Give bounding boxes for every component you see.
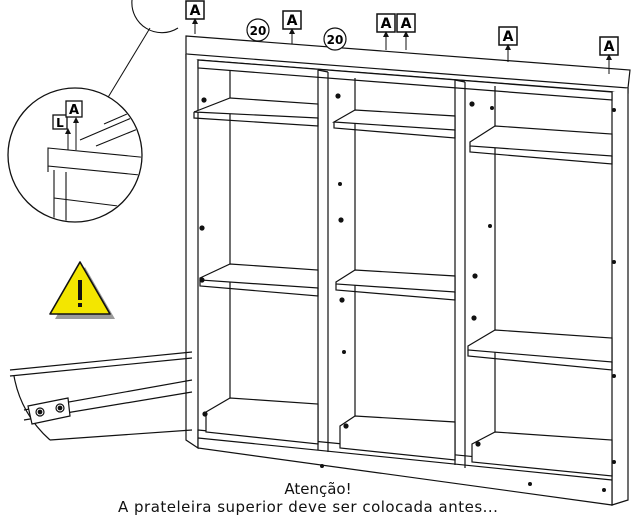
svg-text:20: 20 bbox=[250, 24, 267, 38]
svg-text:20: 20 bbox=[327, 33, 344, 47]
quantity-badges: 20 20 bbox=[246, 18, 347, 51]
detail-zoom-circle: L A bbox=[7, 87, 143, 223]
caption-title: Atenção! bbox=[284, 480, 352, 498]
part-labels: A A A A A A bbox=[185, 0, 619, 74]
quantity-badge-20-1: 20 bbox=[246, 18, 270, 42]
callout-leader bbox=[103, 27, 151, 105]
warning-triangle-icon bbox=[49, 261, 115, 319]
detail-label-l: L bbox=[52, 114, 68, 130]
svg-text:A: A bbox=[287, 13, 298, 29]
bracket-icon bbox=[27, 397, 71, 425]
svg-text:A: A bbox=[503, 29, 514, 45]
svg-text:A: A bbox=[381, 16, 392, 32]
part-label-a-5: A bbox=[498, 26, 518, 62]
part-label-a-4: A bbox=[396, 13, 416, 50]
svg-text:A: A bbox=[604, 39, 615, 55]
quantity-badge-20-2: 20 bbox=[323, 27, 347, 51]
caption-body: A prateleira superior deve ser colocada … bbox=[118, 498, 499, 516]
callout-circle-top bbox=[131, 0, 179, 34]
part-label-a-2: A bbox=[282, 10, 302, 44]
svg-text:L: L bbox=[56, 116, 64, 130]
hardware-holes bbox=[199, 93, 616, 492]
svg-text:A: A bbox=[190, 3, 201, 19]
part-label-a-1: A bbox=[185, 0, 205, 34]
shelf-bracket-detail bbox=[9, 351, 193, 441]
part-label-a-3: A bbox=[376, 13, 396, 50]
wardrobe-cabinet bbox=[185, 35, 631, 506]
svg-text:A: A bbox=[401, 16, 412, 32]
svg-text:A: A bbox=[69, 103, 79, 118]
detail-label-a: A bbox=[65, 100, 83, 118]
part-label-a-6: A bbox=[599, 36, 619, 74]
